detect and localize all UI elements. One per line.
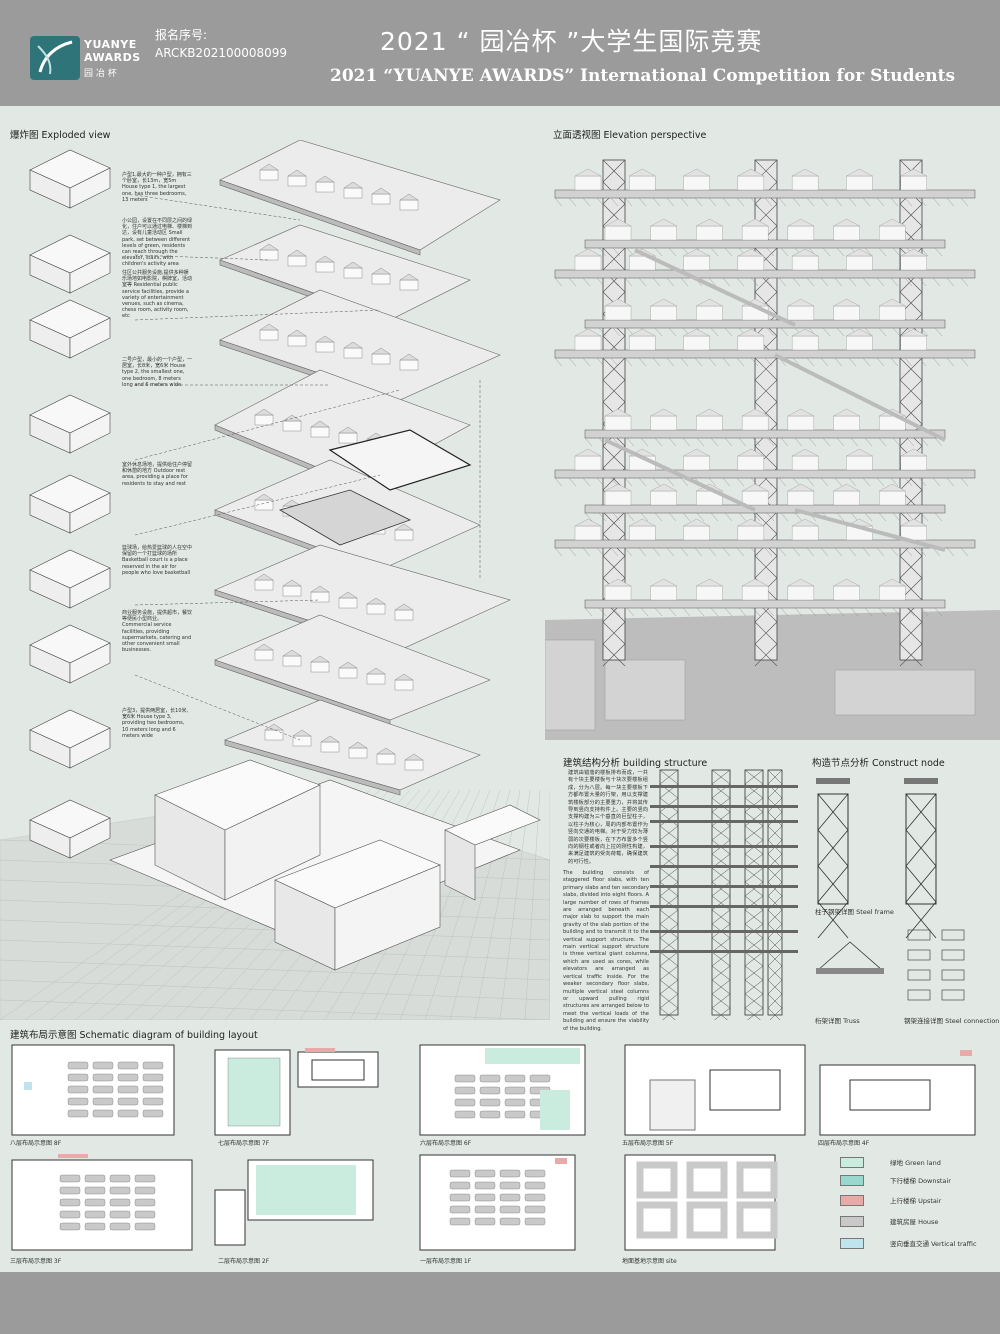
legend-label-upstair: 上行楼梯 Upstair [890,1197,942,1205]
legend-swatch-downstair [840,1175,864,1186]
note-house-type-3: 户型3，提供两居室，长10米,宽6米 House type 3, providi… [122,708,189,739]
legend-swatch-green-land [840,1157,864,1168]
label-1f: 一层布局示意图 1F [420,1258,472,1265]
elevation-structure [554,159,976,667]
logo-text-awards: AWARDS [84,51,141,64]
construct-node-drawing [816,778,965,1001]
label-site: 地面基地示意图 site [622,1258,677,1265]
legend-label-green-land: 绿地 Green land [890,1159,941,1167]
structure-text-chinese: 建筑由错落的楼板排布而成，一共有十块主要楼板与十块次要楼板组成，分为八层。每一块… [568,770,648,865]
legend-label-downstair: 下行楼梯 Downstair [890,1177,951,1185]
note-outdoor-rest: 室外休息场地，提供给住户停留和休憩的地方 Outdoor rest area, … [122,462,193,487]
elevation-perspective-title: 立面透视图 Elevation perspective [553,130,707,141]
leader-lines [134,194,481,741]
layout-diagram-title: 建筑布局示意图 Schematic diagram of building la… [10,1030,258,1041]
label-6f: 六层布局示意图 6F [420,1140,472,1147]
label-5f: 五层布局示意图 5F [622,1140,674,1147]
logo-mark-icon [30,36,80,80]
logo-text-cn: 园 冶 杯 [84,69,117,79]
legend-label-house: 建筑房屋 House [890,1218,939,1226]
elevation-perspective-drawing [545,140,1000,740]
small-unit-icons [29,149,111,859]
label-2f: 二层布局示意图 2F [218,1258,270,1265]
registration-number: ARCKB202100008099 [155,46,288,60]
exploded-view-title: 爆炸图 Exploded view [10,130,111,141]
floor-slabs [214,140,511,796]
floor-layout-diagrams [11,1044,976,1251]
note-public-service: 住区公共服务设施,提供多种娱乐场地如电影院，棋牌室，活动室等 Residenti… [122,270,193,320]
note-commercial: 商业服务设施，提供超市，餐饮等便民小型商业。 Commercial servic… [122,610,193,654]
logo-text-yuanye: YUANYE [84,38,137,51]
footer-bar [0,1272,1000,1334]
structure-text-english: The building consists of staggered floor… [563,870,649,1032]
title-chinese: 2021 “ 园冶杯 ”大学生国际竞赛 [380,27,763,56]
label-8f: 八层布局示意图 8F [10,1140,62,1147]
building-structure-title: 建筑结构分析 building structure [563,758,708,769]
note-small-park: 小公园，设置在不同层之间的绿化，住户可以通过电梯、楼梯到达，设有儿童活动区 Sm… [122,218,193,268]
construct-node-title: 构造节点分析 Construct node [812,758,945,769]
steel-connection-caption: 钢架连接详图 Steel connection [904,1017,1000,1025]
note-house-type-2: 二号户型，最小的一个户型，一居室，长8米，宽6米 House type 2, t… [122,357,193,388]
steel-frame-caption: 柱子钢架详图 Steel frame [815,908,894,916]
exploded-view-drawing [0,140,550,1020]
legend-swatch-house [840,1216,864,1227]
yuanye-logo: YUANYE AWARDS 园 冶 杯 [30,36,140,80]
legend-swatch-vertical-traffic [840,1238,864,1249]
structure-frame-drawing [650,769,798,1020]
note-basketball: 篮球场，给热爱篮球的人在空中保留的一个打篮球的场所 Basketball cou… [122,545,193,576]
truss-caption: 桁架详图 Truss [815,1017,860,1025]
registration-label: 报名序号: [155,28,208,42]
title-english: 2021 “YUANYE AWARDS” International Compe… [330,66,956,86]
base-buildings [109,759,541,971]
note-house-type-1: 户型1,最大的一种户型，拥有三个卧室，长13m，宽5m House type 1… [122,172,192,203]
legend-swatch-upstair [840,1195,864,1206]
label-7f: 七层布局示意图 7F [218,1140,270,1147]
legend-label-vertical-traffic: 竖向垂直交通 Vertical traffic [890,1240,977,1248]
label-4f: 四层布局示意图 4F [818,1140,870,1147]
label-3f: 三层布局示意图 3F [10,1258,62,1265]
header-bar: YUANYE AWARDS 园 冶 杯 报名序号: ARCKB202100008… [0,0,1000,106]
